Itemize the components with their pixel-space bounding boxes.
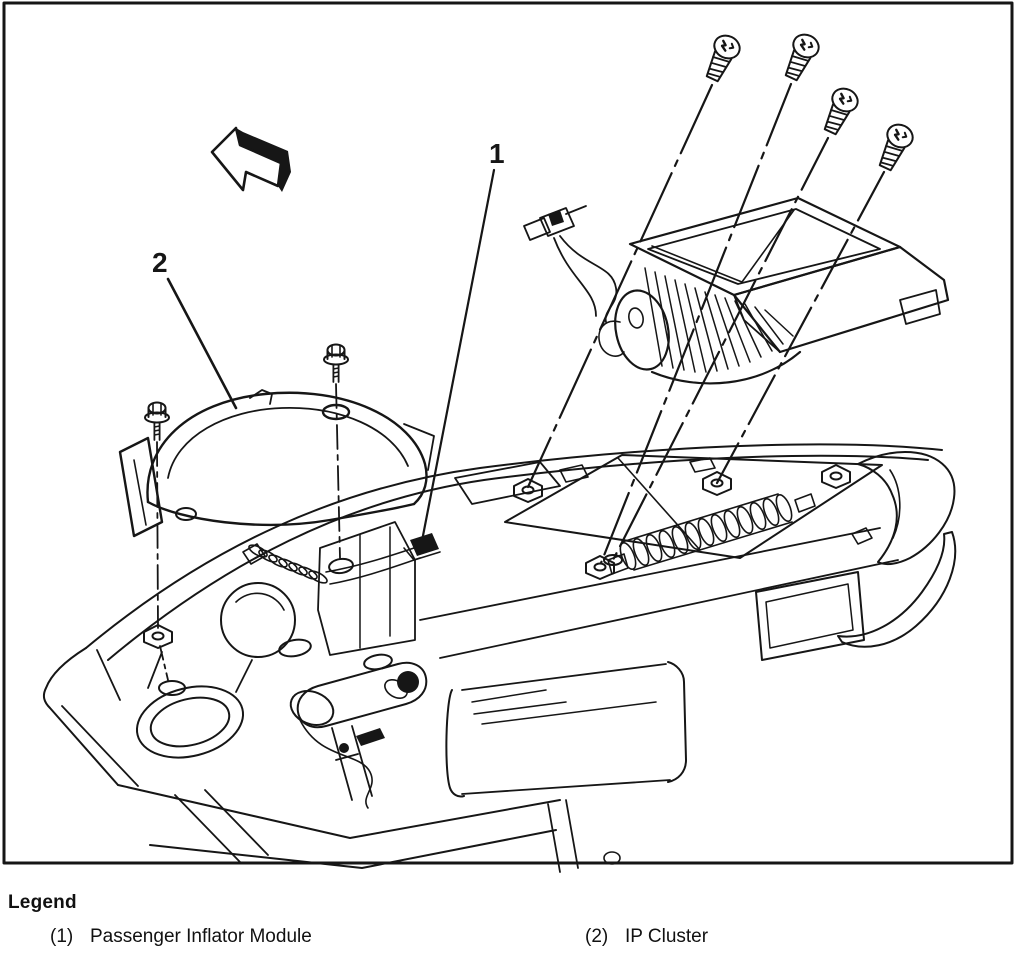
ip-cluster-bezel-drawing xyxy=(118,389,435,538)
legend-item-1-label: Passenger Inflator Module xyxy=(90,926,312,947)
direction-arrow-icon xyxy=(210,126,291,192)
screw-icon xyxy=(699,30,745,86)
screw-icon xyxy=(817,83,863,139)
screw-leader-lines xyxy=(526,82,886,565)
callout-2: 2 xyxy=(152,247,238,410)
dashboard-drawing xyxy=(42,443,957,873)
legend-title: Legend xyxy=(8,892,77,913)
wire-conduit-drawing xyxy=(607,493,816,575)
legend-item-2: (2) IP Cluster xyxy=(585,926,708,948)
callout-2-leader xyxy=(166,277,238,410)
exploded-view-diagram: 1 2 xyxy=(2,1,1014,873)
screw-icon xyxy=(872,119,918,175)
callout-2-label: 2 xyxy=(152,247,168,278)
inflator-module-drawing xyxy=(523,196,950,385)
legend-item-2-label: IP Cluster xyxy=(625,926,709,947)
inflator-connector-drawing xyxy=(523,205,618,323)
diagram-frame xyxy=(2,1,1014,865)
callout-1-leader xyxy=(419,168,496,548)
callout-1: 1 xyxy=(419,138,505,548)
legend-item-2-number: (2) xyxy=(585,926,609,947)
legend: Legend (1) Passenger Inflator Module (2) I… xyxy=(0,886,1024,962)
screw-icon xyxy=(778,29,824,85)
inflator-rib-hatching xyxy=(644,267,794,373)
steering-column-drawing xyxy=(289,661,621,873)
cluster-bolt-icon xyxy=(143,401,173,681)
legend-item-1-number: (1) xyxy=(50,926,74,947)
legend-item-1: (1) Passenger Inflator Module xyxy=(50,926,312,948)
cluster-bolt-icon xyxy=(323,343,349,559)
callout-1-label: 1 xyxy=(489,138,505,169)
